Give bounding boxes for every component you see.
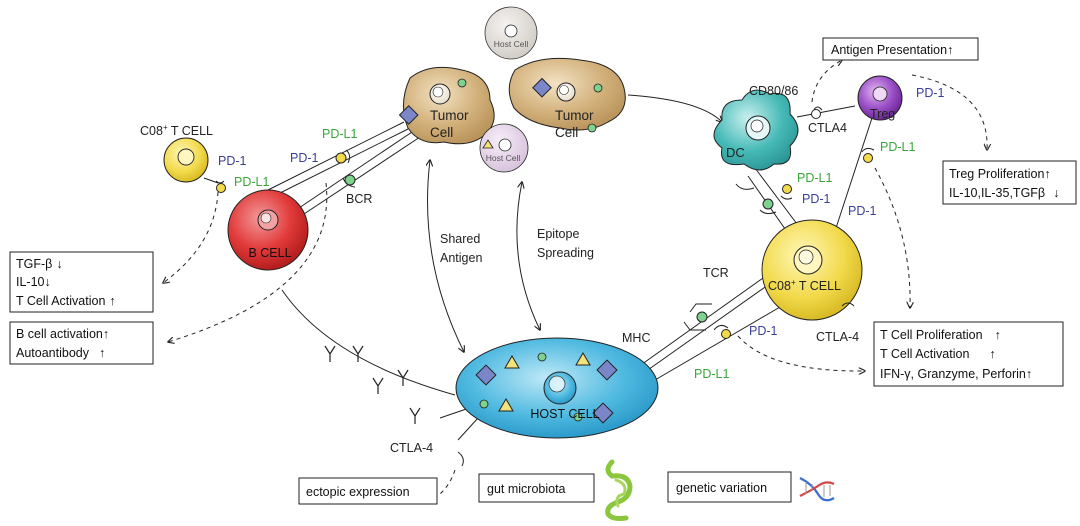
svg-text:Antigen Presentation↑: Antigen Presentation↑	[831, 43, 953, 57]
host-cell-top-label: Host Cell	[494, 39, 529, 49]
dna-icon	[799, 477, 835, 502]
antigen-presentation-box: Antigen Presentation↑	[822, 37, 979, 61]
tumor-cell-1: Tumor Cell	[398, 66, 495, 145]
tumor-cell-2-label-line1: Tumor	[555, 108, 594, 123]
pdl1-tumor-label: PD-L1	[322, 127, 357, 141]
shared-antigen-label-1: Shared	[440, 232, 480, 246]
b-effects-box: B cell activation↑ Autoantibody↑	[9, 321, 154, 365]
cd8-right-label: C08+ T CELL	[768, 278, 841, 293]
svg-text:genetic variation: genetic variation	[676, 481, 767, 495]
tumor-cell-1-label-line1: Tumor	[430, 108, 469, 123]
dc-label: DC	[726, 145, 745, 160]
host-cell-main: HOST CELL	[455, 337, 659, 439]
pd1-right-label: PD-1	[848, 204, 877, 218]
svg-text:gut microbiota: gut microbiota	[487, 482, 566, 496]
gut-microbiota-box: gut microbiota	[478, 473, 595, 503]
pd1-dc-label: PD-1	[802, 192, 831, 206]
cd8-t-cell-right: C08+ T CELL	[761, 219, 863, 321]
mhc-label: MHC	[622, 331, 650, 345]
tumor-cell-2: Tumor Cell	[508, 57, 626, 140]
pdl1-dc-label: PD-L1	[797, 171, 832, 185]
epitope-spreading-arrow	[516, 182, 540, 330]
gut-icon	[605, 459, 633, 521]
pd1-left-label: PD-1	[218, 154, 247, 168]
cd8-t-cell-left: C08+ T CELL	[140, 123, 226, 193]
host-cell-small: Host Cell	[479, 123, 529, 173]
shared-antigen-arrow	[428, 160, 464, 352]
dendritic-cell: DC	[713, 89, 799, 171]
svg-text:T Cell Proliferation↑: T Cell Proliferation↑	[880, 328, 1001, 342]
pd1-host-label: PD-1	[749, 324, 778, 338]
pd1-treg-label: PD-1	[916, 86, 945, 100]
tumor-cell-1-label-line2: Cell	[430, 125, 453, 140]
host-cell-small-label: Host Cell	[486, 153, 521, 163]
ctla4-right-label: CTLA-4	[816, 330, 859, 344]
cd8-left-label: C08+ T CELL	[140, 123, 213, 138]
pdl1-left-label: PD-L1	[234, 175, 269, 189]
epitope-spreading-label-2: Spreading	[537, 246, 594, 260]
svg-text:T Cell Activation↑: T Cell Activation↑	[16, 294, 116, 308]
b-cell-label: B CELL	[248, 246, 291, 260]
treg-cell: Treg	[857, 75, 903, 121]
host-cell-top: Host Cell	[484, 6, 538, 60]
tcr-label: TCR	[703, 266, 729, 280]
pdl1-treg-label: PD-L1	[880, 140, 915, 154]
bcr-label: BCR	[346, 192, 372, 206]
svg-text:IL-10↓: IL-10↓	[16, 275, 51, 289]
svg-text:ectopic expression: ectopic expression	[306, 485, 410, 499]
epitope-spreading-label-1: Epitope	[537, 227, 579, 241]
pd1-tumor-label: PD-1	[290, 151, 319, 165]
shared-antigen-label-2: Antigen	[440, 251, 482, 265]
ectopic-expression-box: ectopic expression	[298, 477, 438, 505]
b-cell: B CELL	[227, 189, 309, 271]
treg-effects-box: Treg Proliferation↑ IL-10,IL-35,TGFβ↓	[942, 160, 1077, 205]
ctla4-dc-label: CTLA4	[808, 121, 847, 135]
svg-text:B cell activation↑: B cell activation↑	[16, 327, 109, 341]
t-effects-box: T Cell Proliferation↑ T Cell Activation↑…	[873, 321, 1064, 387]
svg-text:Autoantibody↑: Autoantibody↑	[16, 346, 105, 360]
svg-text:T Cell Activation↑: T Cell Activation↑	[880, 347, 996, 361]
svg-text:IL-10,IL-35,TGFβ↓: IL-10,IL-35,TGFβ↓	[949, 186, 1059, 200]
genetic-variation-box: genetic variation	[667, 471, 792, 503]
svg-text:TGF-β↓: TGF-β↓	[16, 257, 63, 271]
pdl1-host-label: PD-L1	[694, 367, 729, 381]
left-effects-box: TGF-β↓ IL-10↓ T Cell Activation↑	[9, 251, 154, 313]
tumor-cell-2-label-line2: Cell	[555, 125, 578, 140]
ctla4-bottom-label: CTLA-4	[390, 441, 433, 455]
dashed-arrows	[163, 60, 987, 495]
cd80-86-label: CD80/86	[749, 84, 798, 98]
treg-label: Treg	[870, 107, 895, 121]
svg-text:IFN-γ, Granzyme, Perforin↑: IFN-γ, Granzyme, Perforin↑	[880, 367, 1032, 381]
host-cell-main-label: HOST CELL	[530, 407, 599, 421]
svg-text:Treg Proliferation↑: Treg Proliferation↑	[949, 167, 1051, 181]
antibody-icon	[324, 345, 421, 424]
